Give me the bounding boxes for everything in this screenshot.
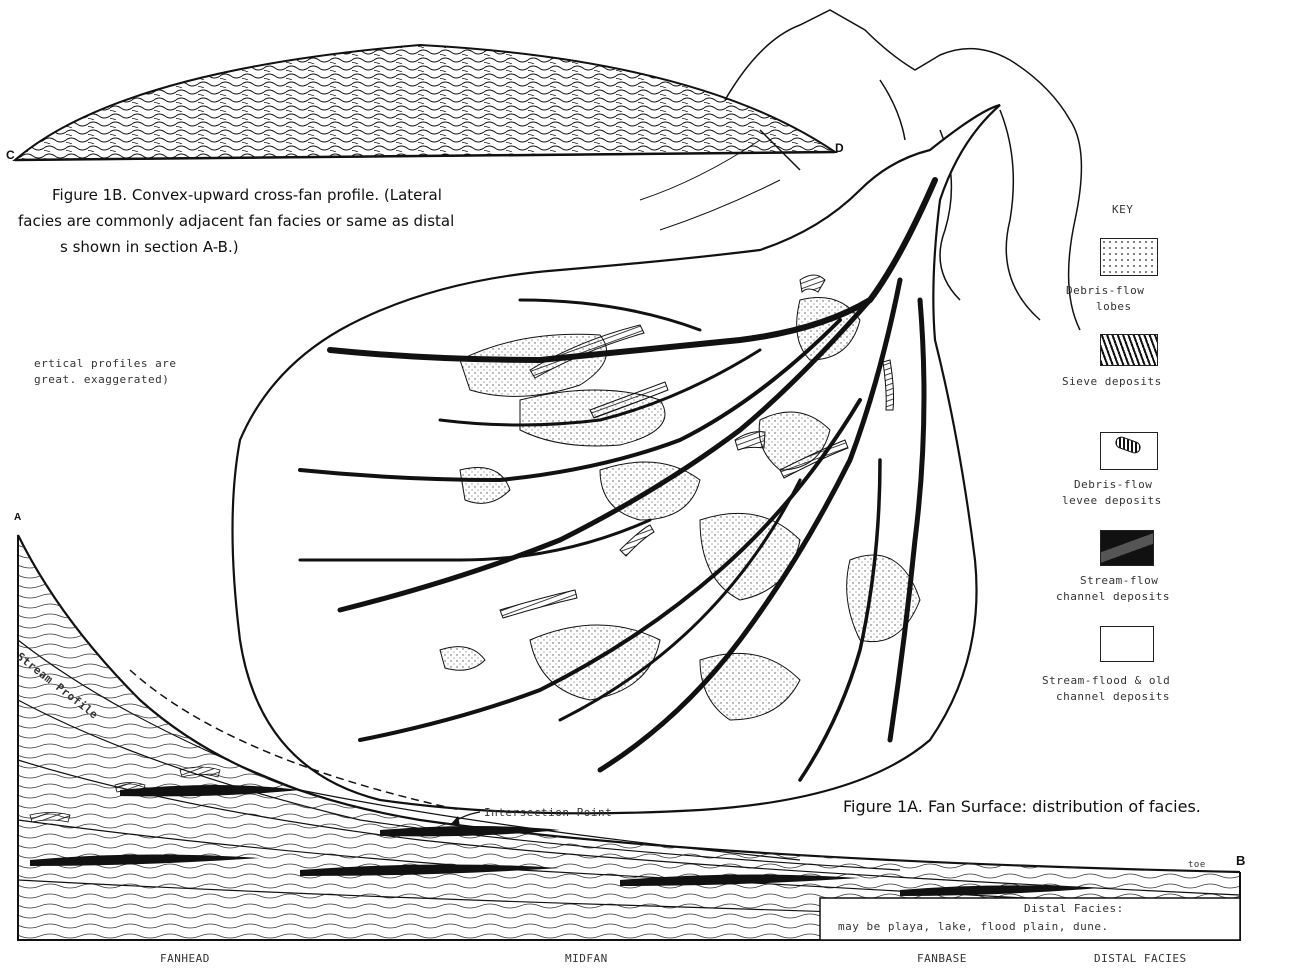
zone-midfan: MIDFAN [565,952,608,965]
legend-label: Debris-flow [1066,284,1144,297]
legend-label: channel deposits [1056,690,1170,703]
legend-swatch-stream-flood [1100,626,1154,662]
cross-fan-profile [15,45,835,160]
distal-facies-line1: Distal Facies: [1024,902,1124,915]
zone-fanbase: FANBASE [917,952,967,965]
legend-label: channel deposits [1056,590,1170,603]
zone-fanhead: FANHEAD [160,952,210,965]
label-a: A [14,512,21,523]
legend-label: Stream-flow [1080,574,1158,587]
legend-title: KEY [1112,203,1133,216]
label-c: C [6,148,15,162]
figure-1b-caption-line3: s shown in section A-B.) [60,238,239,256]
levee-mark [1114,435,1143,455]
label-d: D [835,141,844,155]
legend-swatch-stream-flow-channel [1100,530,1154,566]
zone-distal-facies: DISTAL FACIES [1094,952,1187,965]
legend-swatch-debris-flow-lobes [1100,238,1158,276]
legend-swatch-sieve-deposits [1100,334,1158,366]
distal-facies-line2: may be playa, lake, flood plain, dune. [838,920,1109,933]
figure-1b-caption-line2: facies are commonly adjacent fan facies … [18,212,454,230]
legend-label: Sieve deposits [1062,375,1162,388]
toe-label: toe [1188,860,1206,870]
vertical-note-line1: ertical profiles are [34,357,176,370]
intersection-point-label: Intersection Point [484,806,612,819]
label-b: B [1236,853,1245,868]
legend-label: levee deposits [1062,494,1162,507]
legend-label: Debris-flow [1074,478,1152,491]
figure-1b-caption-line1: Figure 1B. Convex-upward cross-fan profi… [52,186,442,204]
legend-label: lobes [1096,300,1132,313]
legend-swatch-levee-deposits [1100,432,1158,470]
legend-label: Stream-flood & old [1042,674,1170,687]
vertical-note-line2: great. exaggerated) [34,373,169,386]
figure-1a-caption: Figure 1A. Fan Surface: distribution of … [843,797,1201,816]
